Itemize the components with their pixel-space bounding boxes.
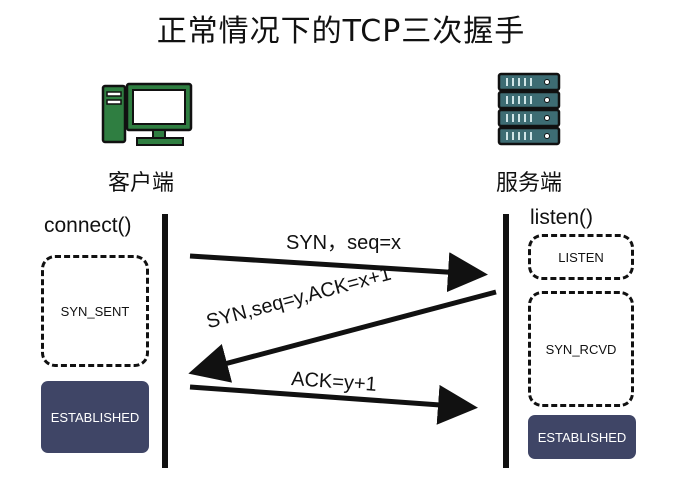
desktop-computer-icon <box>101 82 193 146</box>
client-label: 客户端 <box>108 171 175 196</box>
syn-ack-arrow <box>188 289 497 383</box>
syn-arrow <box>189 252 488 293</box>
server-state-listen: LISTEN <box>528 234 634 280</box>
server-lifeline <box>503 214 509 468</box>
server-label: 服务端 <box>496 171 563 196</box>
client-connect-call: connect() <box>44 214 132 237</box>
server-state-syn-rcvd: SYN_RCVD <box>528 291 634 407</box>
client-lifeline <box>162 214 168 468</box>
message-syn-label: SYN，seq=x <box>286 232 402 254</box>
server-rack-icon <box>497 72 561 146</box>
client-state-syn-sent: SYN_SENT <box>41 255 149 367</box>
ack-arrow <box>189 384 478 425</box>
server-listen-call: listen() <box>530 206 594 229</box>
diagram-title: 正常情况下的TCP三次握手 <box>156 14 526 49</box>
client-state-established: ESTABLISHED <box>41 381 149 453</box>
server-state-established: ESTABLISHED <box>528 415 636 459</box>
